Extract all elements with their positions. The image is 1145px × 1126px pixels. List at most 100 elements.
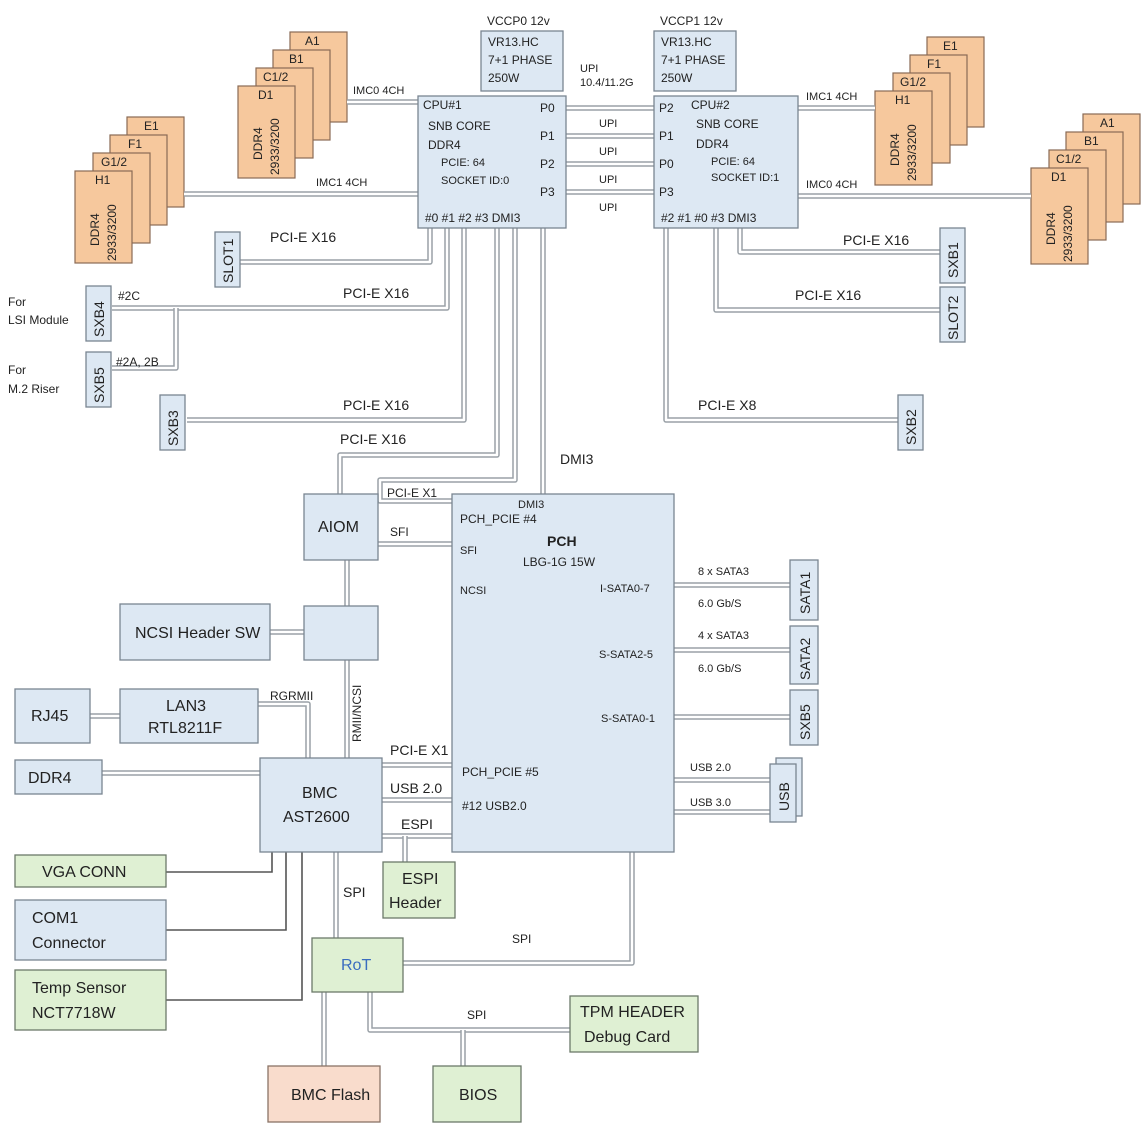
svg-text:DDR4: DDR4 [1044,212,1058,245]
sxb3-label: SXB3 [165,410,181,446]
bios-block [432,1065,522,1123]
cpu1-line2: SNB CORE [428,119,491,133]
sata2-speed-label: 6.0 Gb/S [698,663,741,675]
lan3-line1: LAN3 [166,698,206,715]
dimm-stack-top-right: E1 F1 G1/2 H1 DDR4 2933/3200 [874,36,985,186]
pch-sfi-label: SFI [460,545,477,557]
sxb1-label: SXB1 [945,242,961,278]
bmc-espi-label: ESPI [401,816,433,832]
bmc-line1: BMC [302,785,338,802]
sxb3-block [159,394,186,451]
pch-isata-label: I-SATA0-7 [600,583,650,595]
pch-title: PCH [547,533,577,549]
sata2-block [789,625,819,685]
m2-note-2: M.2 Riser [8,382,59,396]
usb30-label: USB 3.0 [690,797,731,809]
aiom-sfi-label: SFI [390,525,409,539]
cpu1-port-0: P0 [540,101,555,115]
vccp1-line3: 250W [661,71,693,85]
svg-text:2933/3200: 2933/3200 [1061,205,1075,262]
sata2-count-label: 4 x SATA3 [698,630,749,642]
sata1-speed-label: 6.0 Gb/S [698,598,741,610]
rot-block [311,937,404,993]
cpu2-line1: CPU#2 [691,98,730,112]
sxb5-left-label: SXB5 [91,367,107,403]
tpm-header-block [569,995,699,1053]
bus-lines [90,99,1031,1068]
vccp0-title: VCCP0 12v [487,14,550,28]
temp-sensor-line1: Temp Sensor [32,980,127,997]
slot2-block [939,286,966,343]
lsi-note-1: For [8,295,26,309]
bmc-spi-label: SPI [343,884,366,900]
cpu2-line5: SOCKET ID:1 [711,172,779,184]
aiom-bus-label: PCI-E X16 [340,431,406,447]
svg-text:DDR4: DDR4 [888,133,902,166]
ncsi-header-block [119,603,271,661]
svg-text:E1: E1 [144,119,159,133]
espi-header-line1: ESPI [402,871,438,888]
slot2-bus-label: PCI-E X16 [795,287,861,303]
rj45-label: RJ45 [31,708,68,725]
bmc-usb20-label: USB 2.0 [390,780,442,796]
vga-label: VGA CONN [42,864,126,881]
svg-text:F1: F1 [128,137,142,151]
bmc-pcie-x1-label: PCI-E X1 [390,742,449,758]
sxb4-block [85,285,112,342]
cpu2-ports-bottom: #2 #1 #0 #3 DMI3 [661,211,757,225]
imc0-right-label: IMC0 4CH [806,179,857,191]
dimm-stack-top-left: A1 B1 C1/2 D1 DDR4 2933/3200 [237,31,348,179]
upi-label-2: UPI [599,146,617,158]
rot-label: RoT [341,957,371,974]
upi-label-1: UPI [599,118,617,130]
cpu1-port-1: P1 [540,129,555,143]
svg-text:H1: H1 [95,173,111,187]
svg-text:G1/2: G1/2 [101,155,127,169]
cpu1-line4: PCIE: 64 [441,157,485,169]
usb-block [769,763,797,823]
pch-pcie4-label: PCH_PCIE #4 [460,512,537,526]
svg-text:D1: D1 [1051,170,1067,184]
pch-usb12-label: #12 USB2.0 [462,799,527,813]
imc0-left-label: IMC0 4CH [353,85,404,97]
com1-line1: COM1 [32,910,78,927]
svg-text:C1/2: C1/2 [263,70,289,84]
sxb4-label: SXB4 [91,301,107,337]
sxb2-label: SXB2 [903,409,919,445]
aiom-label: AIOM [318,519,359,536]
sata2-label: SATA2 [797,638,813,680]
sxb4-bus-label: PCI-E X16 [343,285,409,301]
aiom-pcie-x1-label: PCI-E X1 [387,486,437,500]
ncsi-switch-block [303,605,379,661]
vccp0-block [480,30,564,92]
imc1-right-label: IMC1 4CH [806,91,857,103]
upi-speed-label: UPI [580,63,598,75]
upi-speed-value: 10.4/11.2G [580,77,634,89]
cpu1-port-2: P2 [540,157,555,171]
vccp1-line2: 7+1 PHASE [661,53,725,67]
cpu1-ports-bottom: #0 #1 #2 #3 DMI3 [425,211,521,225]
svg-text:DDR4: DDR4 [251,127,265,160]
tpm-line2: Debug Card [584,1029,670,1046]
svg-text:E1: E1 [943,39,958,53]
cpu1-line3: DDR4 [428,138,461,152]
vccp0-line1: VR13.HC [488,35,539,49]
dimm-stack-right: A1 B1 C1/2 D1 DDR4 2933/3200 [1030,113,1141,265]
lan3-line2: RTL8211F [148,720,222,737]
sxb5-left-block [85,351,112,408]
bmc-flash-block [267,1065,381,1123]
sata1-block [789,559,819,621]
lsi-note-2: LSI Module [8,313,69,327]
sxb3-bus-label: PCI-E X16 [343,397,409,413]
svg-text:C1/2: C1/2 [1056,152,1082,166]
temp-sensor-block [14,969,167,1031]
sata1-count-label: 8 x SATA3 [698,566,749,578]
cpu2-block [653,95,799,229]
sxb1-bus-label: PCI-E X16 [843,232,909,248]
upi-label-4: UPI [599,202,617,214]
vccp0-line2: 7+1 PHASE [488,53,552,67]
bios-label: BIOS [459,1087,497,1104]
cpu2-port-1: P1 [659,129,674,143]
cpu2-line4: PCIE: 64 [711,156,755,168]
